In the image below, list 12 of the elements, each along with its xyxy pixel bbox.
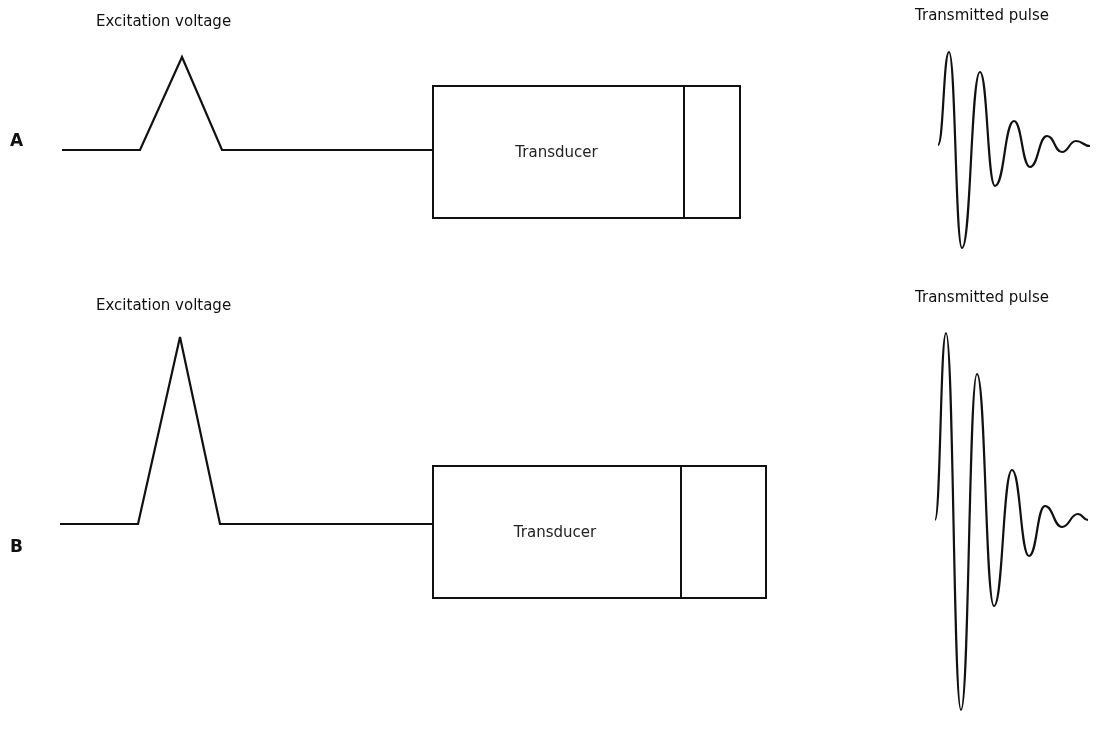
transducer-box xyxy=(432,85,741,219)
excitation-voltage-wire xyxy=(62,54,432,152)
transducer-box xyxy=(432,465,767,599)
waveform-label: Transmitted pulse xyxy=(915,6,1049,24)
waveform-label: Transmitted pulse xyxy=(915,288,1049,306)
waveform-label: Excitation voltage xyxy=(96,12,232,30)
box-label: Transducer xyxy=(515,143,598,161)
box-label: Transducer xyxy=(513,523,597,541)
excitation-voltage-wire xyxy=(60,335,432,526)
waveform-label: Excitation voltage xyxy=(96,296,232,314)
panel-label: B xyxy=(10,536,23,556)
panel-label: A xyxy=(10,130,24,150)
